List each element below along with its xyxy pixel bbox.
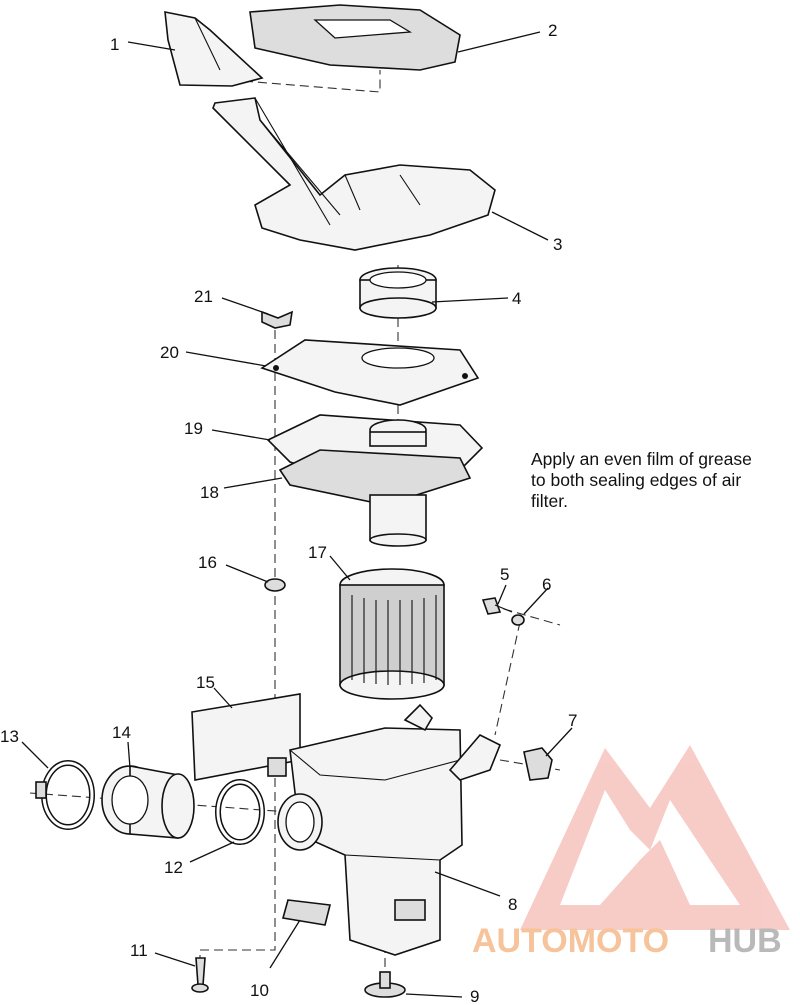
callout-21: 21 (194, 287, 213, 306)
part-8-air-box (267, 703, 502, 956)
callout-3: 3 (553, 235, 562, 254)
callout-12: 12 (164, 858, 183, 877)
part-13-clamp (35, 760, 95, 830)
callout-14: 14 (112, 723, 131, 742)
watermark-text: AUTOMOTO HUB (472, 922, 782, 960)
callout-17: 17 (308, 543, 327, 562)
part-14-boot (101, 765, 195, 839)
grease-note-line-3: filter. (531, 491, 568, 511)
part-10-foam-block (281, 899, 331, 926)
callout-13: 13 (0, 727, 19, 746)
watermark-logo (520, 745, 790, 930)
part-4-coupler (359, 267, 437, 319)
callout-6: 6 (542, 575, 551, 594)
part-16-nut (264, 578, 286, 592)
part-1-foam-pad (164, 11, 264, 87)
part-9-drain-valve (364, 971, 406, 998)
callout-2: 2 (548, 21, 557, 40)
part-6-washer (511, 614, 525, 626)
callout-16: 16 (198, 553, 217, 572)
grease-note-line-2: to both sealing edges of air (531, 470, 742, 490)
callout-5: 5 (500, 565, 509, 584)
part-17-air-filter (339, 568, 445, 700)
housing-outlet-tube (369, 494, 427, 547)
part-5-bolt (481, 597, 513, 615)
leader-lines (21, 31, 573, 998)
callout-18: 18 (200, 483, 219, 502)
part-7-clip (523, 747, 553, 781)
part-3-air-duct (212, 97, 496, 251)
callout-9: 9 (470, 987, 479, 1005)
part-12-clamp (215, 779, 265, 845)
callout-7: 7 (568, 711, 577, 730)
part-21-wing-nut (261, 310, 294, 329)
callout-15: 15 (196, 673, 215, 692)
callout-8: 8 (508, 895, 517, 914)
part-18-gasket (278, 449, 472, 506)
callout-20: 20 (160, 343, 179, 362)
callout-10: 10 (250, 981, 269, 1000)
watermark-text-2: HUB (708, 922, 782, 960)
callout-4: 4 (512, 289, 521, 308)
callout-19: 19 (184, 419, 203, 438)
part-11-screw (191, 957, 209, 993)
grease-note-line-1: Apply an even film of grease (531, 449, 752, 469)
callout-1: 1 (110, 35, 119, 54)
grease-note: Apply an even film of grease to both sea… (531, 449, 799, 512)
housing-inlet-stub (277, 793, 323, 851)
callout-numbers: 1 2 3 4 5 6 7 8 9 10 11 12 13 14 15 16 1… (0, 21, 577, 1005)
part-2-foam-frame (249, 4, 461, 71)
callout-11: 11 (130, 941, 148, 960)
part-20-cover-plate (260, 339, 480, 406)
watermark-text-1: AUTOMOTO (472, 922, 669, 960)
